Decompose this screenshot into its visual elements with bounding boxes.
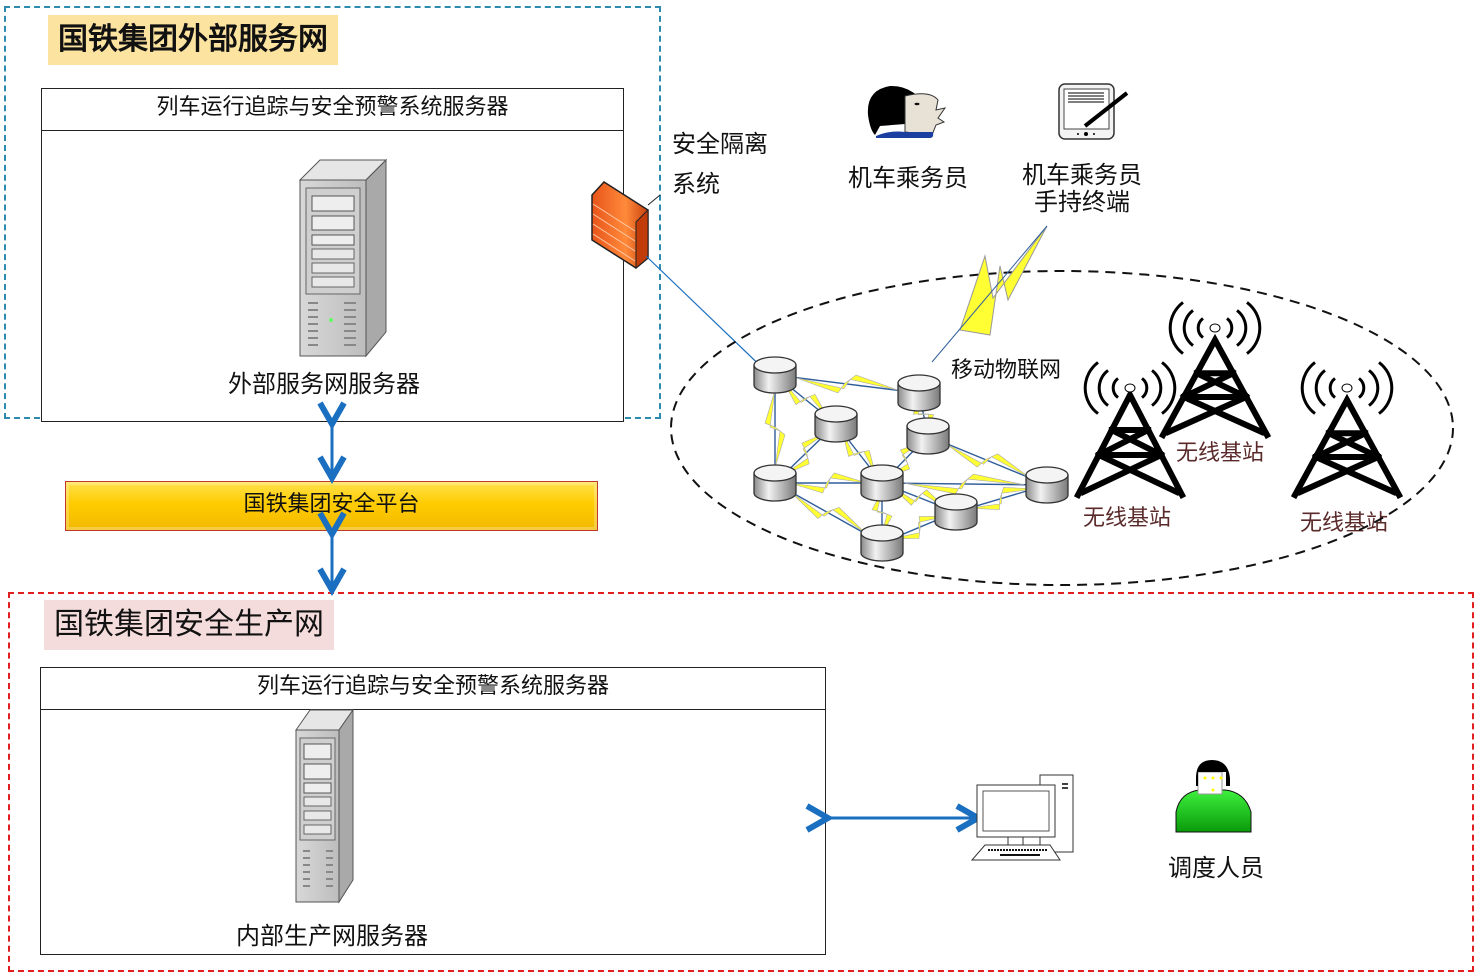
radio-tower-icon xyxy=(1073,388,1187,500)
network-node-icon xyxy=(1025,466,1069,504)
radio-tower-icon xyxy=(1290,393,1404,500)
network-node-icon xyxy=(860,464,904,502)
network-node-icon xyxy=(906,417,950,455)
lightning-icon xyxy=(795,374,899,394)
lightning-icon xyxy=(944,442,1031,479)
network-node-icon xyxy=(814,405,858,443)
base-station-label: 无线基站 xyxy=(1083,506,1172,531)
network-node-icon xyxy=(934,493,978,531)
production-network-title: 国铁集团安全生产网 xyxy=(44,600,334,650)
network-node-icon xyxy=(753,356,797,394)
handheld-terminal-icon xyxy=(1058,83,1129,140)
external-server-label: 外部服务网服务器 xyxy=(228,370,420,398)
terminal-link xyxy=(931,225,1048,363)
dispatcher-label: 调度人员 xyxy=(1168,854,1264,882)
lightning-icon xyxy=(968,487,1035,510)
base-station-label: 无线基站 xyxy=(1176,441,1265,466)
crew-person-icon xyxy=(867,85,947,138)
isolation-callout-line xyxy=(647,194,661,206)
lightning-icon xyxy=(842,432,876,475)
external-system-header: 列车运行追踪与安全预警系统服务器 xyxy=(42,89,623,131)
isolation-link-arrow xyxy=(645,255,774,379)
base-stations xyxy=(1073,301,1404,500)
dispatcher-person-icon xyxy=(1175,760,1252,833)
isolation-label-2: 系统 xyxy=(672,170,720,198)
production-system-header: 列车运行追踪与安全预警系统服务器 xyxy=(41,668,825,710)
network-node-icon xyxy=(860,524,904,562)
base-station-label: 无线基站 xyxy=(1300,511,1389,536)
network-node-icon xyxy=(753,464,797,502)
signal-waves-icon xyxy=(1300,361,1394,415)
lightning-icon xyxy=(764,390,786,468)
terminal-label-2: 手持终端 xyxy=(1034,188,1130,216)
lightning-icon xyxy=(789,491,868,535)
lightning-icon xyxy=(905,473,1024,495)
iot-network-boundary xyxy=(670,270,1454,586)
lightning-icon xyxy=(892,516,946,539)
mesh-nodes xyxy=(753,356,1069,562)
iot-label: 移动物联网 xyxy=(951,358,1062,383)
firewall-icon xyxy=(591,181,649,270)
network-node-icon xyxy=(897,374,941,412)
server-icon xyxy=(295,708,354,904)
wireless-signal-icon xyxy=(959,225,1048,336)
external-network-title: 国铁集团外部服务网 xyxy=(48,15,338,65)
production-system-box: 列车运行追踪与安全预警系统服务器 xyxy=(40,667,826,955)
isolation-label-1: 安全隔离 xyxy=(672,130,768,158)
lightning-icon xyxy=(783,431,828,476)
server-icon xyxy=(298,158,388,358)
production-server-label: 内部生产网服务器 xyxy=(236,922,428,950)
crew-label: 机车乘务员 xyxy=(848,164,968,192)
lightning-icon xyxy=(789,472,868,494)
radio-tower-icon xyxy=(1158,333,1272,440)
lightning-icon xyxy=(783,381,828,418)
mesh-lightning xyxy=(764,374,1035,539)
signal-waves-icon xyxy=(1083,361,1177,415)
computer-icon xyxy=(970,774,1074,861)
production-network-zone xyxy=(8,592,1474,972)
terminal-label-1: 机车乘务员 xyxy=(1022,161,1142,189)
signal-waves-icon xyxy=(1168,301,1262,355)
